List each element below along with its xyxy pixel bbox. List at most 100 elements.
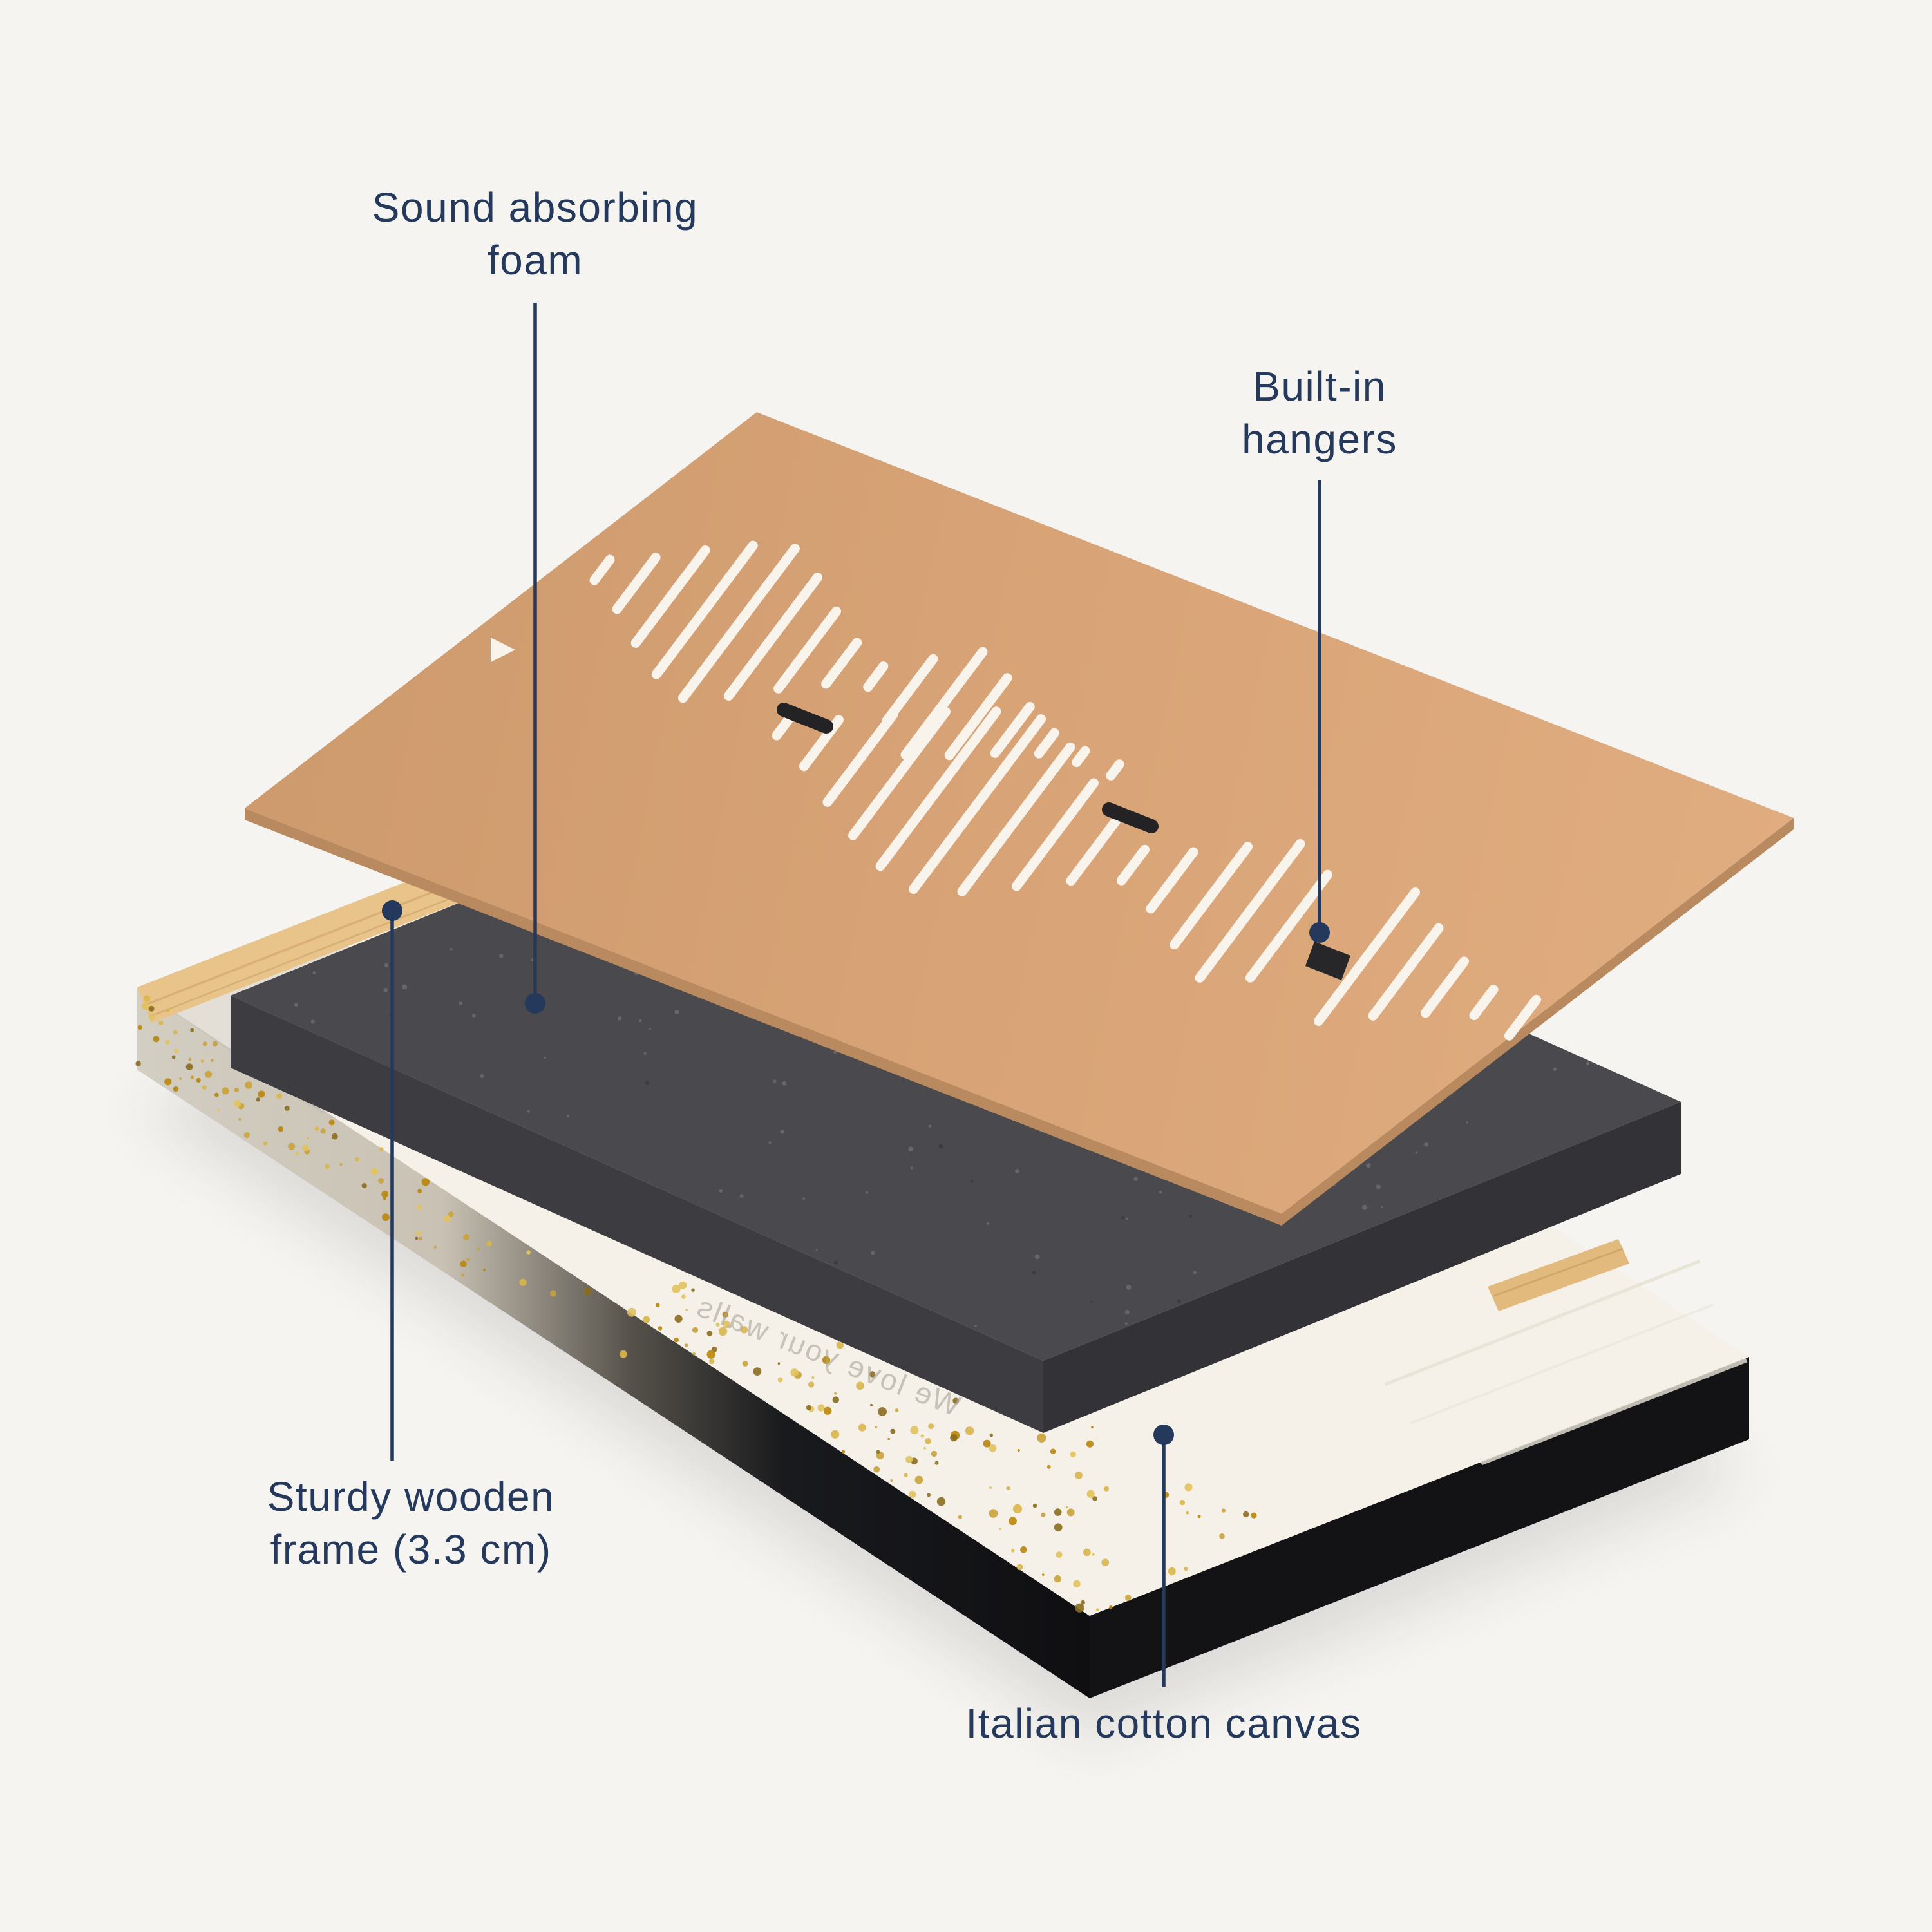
gold-speck (444, 1215, 451, 1222)
foam-speck (531, 958, 534, 961)
gold-speck (1197, 1515, 1201, 1519)
gold-speck (1243, 1511, 1249, 1518)
gold-speck (1186, 1511, 1189, 1515)
gold-speck (890, 1428, 896, 1434)
gold-speck (965, 1426, 974, 1435)
gold-speck (672, 1284, 681, 1293)
gold-speck (258, 1090, 265, 1098)
foam-speck (908, 1146, 914, 1152)
gold-speck (931, 1450, 938, 1457)
gold-speck (989, 1509, 998, 1518)
gold-speck (1011, 1549, 1015, 1553)
gold-speck (339, 1163, 343, 1166)
gold-speck (331, 1133, 338, 1140)
soundwave-slot (1469, 985, 1499, 1021)
gold-speck (164, 1078, 172, 1086)
gold-speck (171, 1055, 176, 1059)
foam-speck (1159, 1190, 1162, 1194)
gold-speck (1086, 1490, 1095, 1498)
gold-speck (692, 1327, 699, 1333)
gold-speck (361, 1183, 367, 1189)
wood-grain-line (1493, 1247, 1624, 1297)
gold-speck (927, 1493, 931, 1497)
gold-speck (1073, 1580, 1081, 1587)
gold-speck (245, 1081, 252, 1089)
gold-speck (627, 1307, 636, 1317)
foam-front-right-face (1043, 1102, 1681, 1433)
gold-speck (1095, 1608, 1099, 1611)
gold-speck (179, 1077, 182, 1080)
foam-speck (772, 1079, 777, 1083)
gold-speck (320, 1128, 326, 1134)
gold-speck (210, 1059, 214, 1062)
gold-speck (1219, 1533, 1225, 1539)
soundwave-cutouts (589, 540, 1541, 1041)
foam-speck (643, 1052, 647, 1056)
foam-speck (499, 954, 504, 958)
soundwave-slot (1170, 842, 1253, 950)
foam-speck (450, 947, 453, 951)
hanger-slot-cutout (1102, 802, 1159, 833)
gold-speck (460, 1260, 467, 1267)
gold-speck (355, 1157, 360, 1162)
gold-speck (477, 1247, 480, 1251)
soundwave-slot (822, 709, 898, 807)
gold-speck (722, 1311, 729, 1318)
soundwave-slot (677, 544, 800, 703)
label-italian-cotton-canvas: Italian cotton canvas (966, 1698, 1362, 1750)
gold-speck (989, 1486, 992, 1489)
gold-speck (777, 1362, 781, 1365)
soundwave-board-layer (245, 412, 1794, 1226)
foam-speck (1177, 1299, 1181, 1303)
foam-speck (1586, 1061, 1590, 1065)
foam-speck (480, 1074, 484, 1079)
frame-front-right-face (1090, 1357, 1749, 1698)
gold-speckle-top (627, 1233, 1257, 1613)
foam-speck (1124, 1309, 1130, 1315)
foam-speck (402, 984, 408, 990)
gold-speck (1109, 1605, 1113, 1609)
foam-speck (1415, 1151, 1418, 1154)
gold-speck (790, 1368, 799, 1377)
soundwave-slot (990, 701, 1035, 758)
gold-speck (920, 1434, 925, 1438)
gold-speck (1016, 1564, 1023, 1571)
soundwave-slot (1368, 923, 1444, 1021)
foam-speck (471, 1014, 476, 1018)
gold-speck (325, 1164, 330, 1170)
foam-speck (987, 1222, 990, 1225)
gold-speck (141, 1002, 149, 1010)
gold-speck (202, 1041, 207, 1046)
leader-dot-frame (382, 900, 402, 921)
foam-speck (527, 1110, 530, 1113)
foam-speck (1133, 1177, 1138, 1181)
gold-speck (950, 1434, 958, 1442)
gold-speck (217, 1108, 220, 1112)
gold-speck (202, 1085, 207, 1090)
gold-speck (301, 1144, 309, 1151)
gold-speck (190, 1075, 194, 1079)
foam-speck (1361, 1204, 1367, 1210)
gold-speck (890, 1479, 893, 1482)
foam-front-left-face (231, 996, 1043, 1433)
soundwave-slot (772, 715, 793, 741)
gold-speck (1083, 1548, 1091, 1557)
gold-speck (383, 1197, 387, 1200)
gold-speck (895, 1408, 899, 1412)
soundwave-slot (1146, 847, 1198, 914)
gold-speck (1184, 1566, 1188, 1571)
foam-speck (768, 1141, 772, 1144)
gold-speck (278, 1126, 284, 1132)
soundwave-slot (875, 706, 1001, 871)
gold-speck (679, 1281, 687, 1289)
label-line: Built-in (1253, 363, 1387, 410)
gold-speck (928, 1423, 934, 1430)
gold-speck (887, 1437, 890, 1441)
foam-speck (938, 1144, 943, 1149)
foam-speck (566, 1115, 570, 1118)
gold-speck (831, 1430, 840, 1439)
gold-speck (1009, 1517, 1017, 1526)
gold-speck (256, 1097, 261, 1102)
gold-speck (876, 1450, 880, 1454)
